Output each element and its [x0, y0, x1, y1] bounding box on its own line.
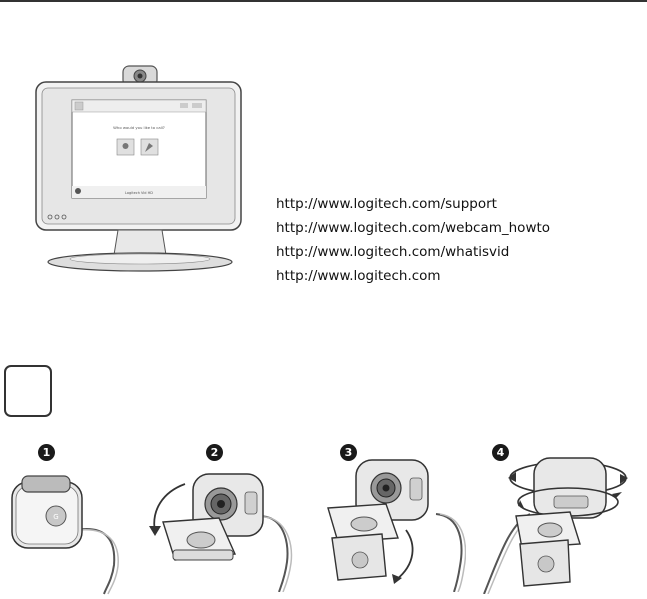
webcam-rotate-icon [470, 444, 640, 595]
support-links: http://www.logitech.com/support http://w… [276, 192, 550, 288]
webcam-clip-icon [316, 454, 467, 593]
webcam-unfold-icon [145, 462, 305, 593]
monitor-illustration: Who would you like to call? Logitech Vid… [28, 60, 248, 275]
screen-question: Who would you like to call? [113, 125, 165, 130]
link-webcam-howto[interactable]: http://www.logitech.com/webcam_howto [276, 220, 551, 236]
link-whatisvid[interactable]: http://www.logitech.com/whatisvid [276, 244, 510, 260]
screen-footer: Logitech Vid HD [125, 191, 153, 195]
link-logitech[interactable]: http://www.logitech.com [276, 268, 441, 284]
svg-text:G: G [53, 513, 58, 521]
step-number-3: 3 [340, 444, 357, 461]
step-marker-box [4, 365, 52, 417]
step-number-2: 2 [206, 444, 223, 461]
step-number-4: 4 [492, 444, 509, 461]
top-rule [0, 0, 647, 2]
step-number-1: 1 [38, 444, 55, 461]
webcam-closed-icon: G [6, 470, 141, 595]
link-support[interactable]: http://www.logitech.com/support [276, 196, 497, 212]
